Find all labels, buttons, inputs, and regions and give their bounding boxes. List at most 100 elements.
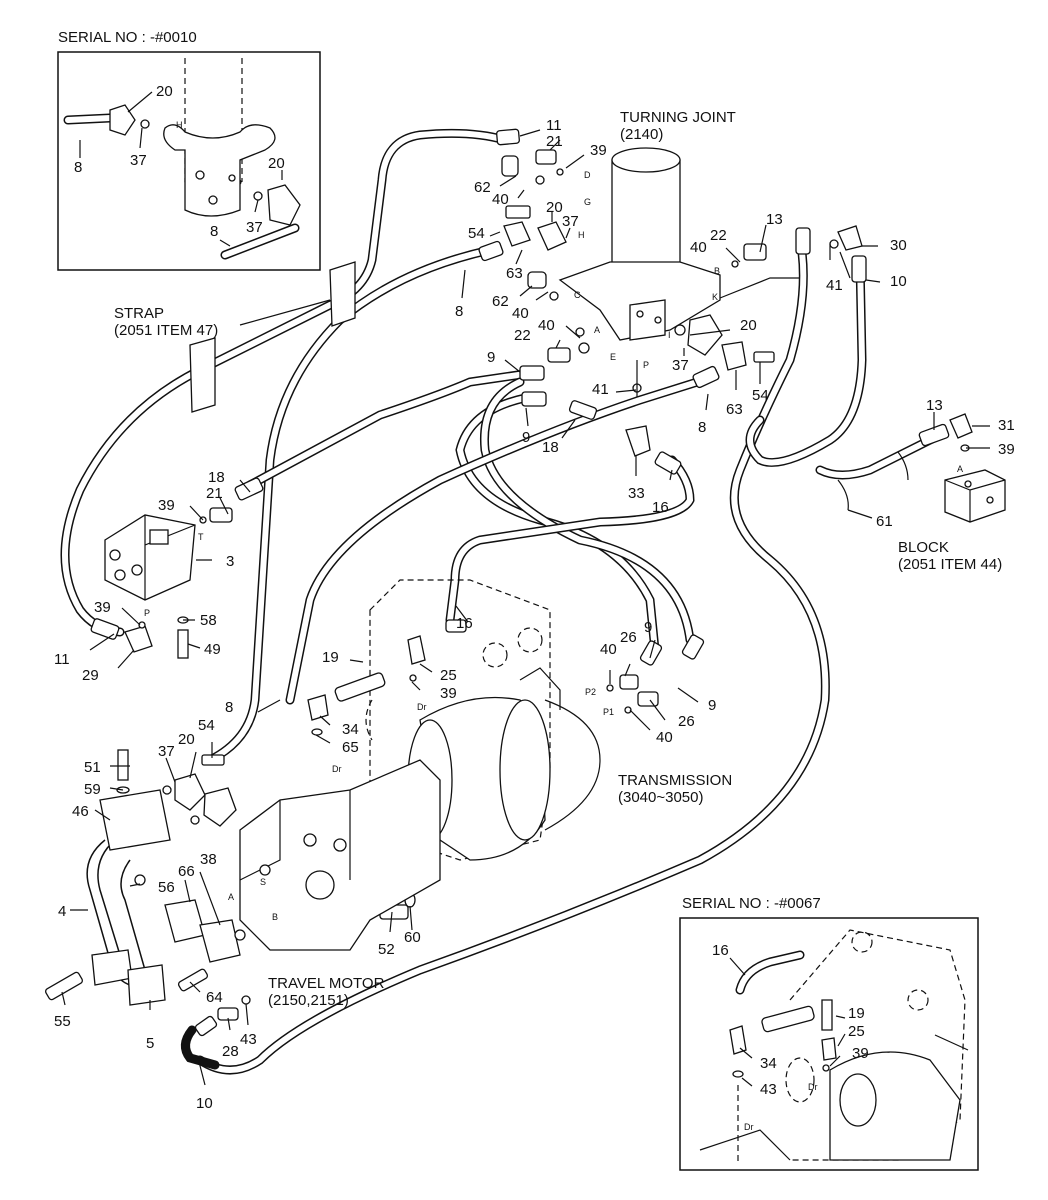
inset-bottom-tee-25 <box>821 1037 837 1061</box>
svg-text:20: 20 <box>546 199 563 216</box>
flange-66-b <box>199 919 241 963</box>
svg-text:B: B <box>272 912 278 922</box>
svg-text:H: H <box>176 120 183 130</box>
inset-bottom-title: SERIAL NO : -#0067 <box>682 895 821 912</box>
svg-text:63: 63 <box>506 265 523 282</box>
svg-text:Dr: Dr <box>808 1082 818 1092</box>
svg-text:21: 21 <box>546 133 563 150</box>
flange-66-a <box>164 899 206 943</box>
svg-text:5: 5 <box>146 1035 154 1052</box>
svg-text:37: 37 <box>562 213 579 230</box>
svg-text:20: 20 <box>268 155 285 172</box>
svg-text:37: 37 <box>130 152 147 169</box>
svg-text:58: 58 <box>200 612 217 629</box>
svg-text:43: 43 <box>760 1081 777 1098</box>
svg-text:40: 40 <box>492 191 509 208</box>
svg-text:37: 37 <box>158 743 175 760</box>
inset-top-flange-20-upper <box>109 104 136 136</box>
svg-text:G: G <box>584 197 591 207</box>
svg-text:37: 37 <box>672 357 689 374</box>
strap-brackets: STRAP (2051 ITEM 47) <box>114 261 356 413</box>
svg-text:61: 61 <box>876 513 893 530</box>
svg-text:C: C <box>574 290 581 300</box>
svg-text:40: 40 <box>538 317 555 334</box>
elbow-63-right <box>721 341 747 371</box>
svg-text:P1: P1 <box>603 707 614 717</box>
bolt-54-right <box>753 351 775 363</box>
svg-text:41: 41 <box>592 381 609 398</box>
svg-text:28: 28 <box>222 1043 239 1060</box>
svg-text:54: 54 <box>752 387 769 404</box>
inset-top-flange-20-lower <box>267 184 301 226</box>
bolt-54 <box>505 205 531 219</box>
svg-text:55: 55 <box>54 1013 71 1030</box>
bolt-54-motor <box>201 754 225 766</box>
svg-text:A: A <box>228 892 234 902</box>
inset-top-title: SERIAL NO : -#0010 <box>58 29 197 46</box>
travel-motor-assembly: A B S Dr TRAVEL MOTOR (2150,2151) <box>44 749 441 1021</box>
svg-text:E: E <box>610 352 616 362</box>
svg-text:39: 39 <box>852 1045 869 1062</box>
fitting-26-lower <box>637 691 659 707</box>
turning-joint-manifold <box>629 299 666 341</box>
svg-text:39: 39 <box>94 599 111 616</box>
svg-text:52: 52 <box>378 941 395 958</box>
block-5a <box>91 949 133 986</box>
hose-routing <box>60 128 945 1075</box>
block-assembly: A BLOCK (2051 ITEM 44) <box>837 413 1006 573</box>
svg-text:26: 26 <box>620 629 637 646</box>
block-44 <box>944 469 1006 523</box>
svg-text:18: 18 <box>542 439 559 456</box>
bolt-55 <box>44 971 84 1001</box>
svg-text:16: 16 <box>456 615 473 632</box>
svg-text:39: 39 <box>158 497 175 514</box>
svg-text:33: 33 <box>628 485 645 502</box>
svg-text:40: 40 <box>690 239 707 256</box>
valve-3: T P <box>104 507 233 659</box>
svg-text:20: 20 <box>156 83 173 100</box>
svg-text:K: K <box>712 292 718 302</box>
flange-20-motor-b <box>203 787 237 827</box>
svg-text:54: 54 <box>198 717 215 734</box>
svg-text:3: 3 <box>226 553 234 570</box>
svg-text:21: 21 <box>206 485 223 502</box>
svg-text:Dr: Dr <box>417 702 427 712</box>
svg-text:8: 8 <box>210 223 218 240</box>
svg-text:I: I <box>668 330 671 340</box>
svg-text:60: 60 <box>404 929 421 946</box>
svg-text:9: 9 <box>644 619 652 636</box>
svg-text:43: 43 <box>240 1031 257 1048</box>
svg-text:A: A <box>957 464 963 474</box>
fitting-21-valve <box>209 507 233 523</box>
elbow-29 <box>124 625 153 653</box>
fitting-62-lower <box>527 271 547 289</box>
svg-text:25: 25 <box>440 667 457 684</box>
svg-text:62: 62 <box>474 179 491 196</box>
tee-25 <box>407 635 426 665</box>
svg-text:18: 18 <box>208 469 225 486</box>
svg-text:S: S <box>260 877 266 887</box>
svg-text:63: 63 <box>726 401 743 418</box>
svg-text:8: 8 <box>455 303 463 320</box>
svg-text:11: 11 <box>54 651 70 668</box>
svg-text:22: 22 <box>514 327 531 344</box>
fitting-22-right <box>743 243 767 261</box>
svg-text:39: 39 <box>998 441 1015 458</box>
hose-10-end <box>181 1025 220 1070</box>
svg-text:40: 40 <box>600 641 617 658</box>
svg-text:B: B <box>714 266 720 276</box>
svg-text:22: 22 <box>710 227 727 244</box>
block-5b <box>127 964 166 1006</box>
inset-top-frame <box>57 51 321 271</box>
svg-text:64: 64 <box>206 989 223 1006</box>
svg-text:Dr: Dr <box>744 1122 754 1132</box>
svg-text:8: 8 <box>225 699 233 716</box>
svg-text:66: 66 <box>178 863 195 880</box>
svg-text:10: 10 <box>890 273 907 290</box>
flange-20-motor-a <box>174 773 206 811</box>
callout-numbers: 11 21 39 62 40 20 37 54 63 62 40 40 22 1… <box>54 117 1015 1112</box>
svg-text:A: A <box>594 325 600 335</box>
svg-text:8: 8 <box>74 159 82 176</box>
strap-bracket-lower <box>189 337 216 413</box>
